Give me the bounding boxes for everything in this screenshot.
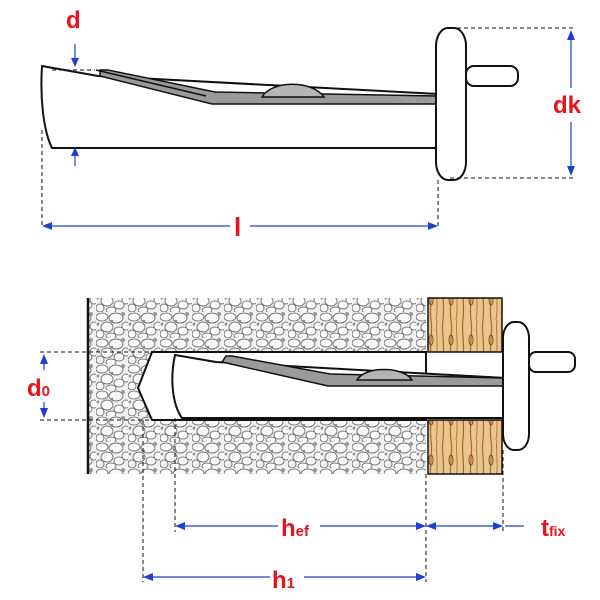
installed-anchor-pin — [528, 351, 576, 373]
h1-label: h1 — [272, 567, 295, 594]
d0-dimension: d0 — [24, 351, 152, 421]
hef-label: hef — [281, 515, 310, 542]
d-dimension: d — [52, 7, 95, 166]
hef-dimension: hef — [174, 418, 504, 582]
dk-dimension: dk — [450, 27, 594, 179]
installed-anchor-bump — [355, 368, 414, 381]
installed-wedge-anchor-icon — [171, 321, 576, 451]
h1-dimension: h1 — [142, 420, 426, 594]
d-label: d — [66, 7, 81, 34]
wood-fixture-upper — [427, 297, 503, 353]
anchor-sleeve — [40, 64, 439, 149]
anchor-head — [435, 27, 467, 181]
l-label: l — [234, 212, 241, 242]
tfix-dimension: tfix — [426, 515, 566, 542]
anchor-pin — [465, 65, 519, 87]
wood-fixture-lower — [427, 419, 503, 475]
d0-label: d0 — [27, 375, 50, 402]
wood-fixture-icon — [427, 297, 503, 475]
installed-anchor-head — [502, 321, 530, 451]
tfix-label: tfix — [541, 515, 566, 542]
dk-label: dk — [553, 92, 582, 119]
anchor-bump — [260, 83, 326, 98]
l-dimension: l — [41, 130, 439, 242]
wedge-anchor-icon — [40, 27, 519, 181]
